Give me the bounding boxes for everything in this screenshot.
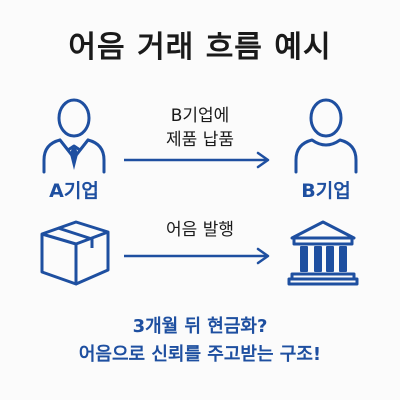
top-arrow-caption-line2: 제품 납품 — [166, 130, 234, 150]
party-a-label: A기업 — [49, 180, 99, 202]
bottom-arrow-caption: 어음 발행 — [166, 220, 234, 240]
person-icon — [294, 98, 358, 174]
top-arrow-caption-line1: B기업에 — [170, 106, 230, 126]
footer-line2: 어음으로 신뢰를 주고받는 구조! — [78, 344, 322, 365]
diagram-title: 어음 거래 흐름 예시 — [68, 30, 332, 65]
party-b-label: B기업 — [301, 180, 351, 202]
right-arrow-bottom — [124, 247, 270, 265]
right-arrow-top — [124, 151, 270, 169]
businessman-icon — [42, 98, 106, 174]
package-box-icon — [40, 220, 110, 286]
top-arrow-caption: B기업에 제품 납품 — [130, 104, 270, 152]
footer-line1: 3개월 뒤 현금화? — [132, 316, 268, 337]
bank-building-icon — [287, 220, 359, 286]
